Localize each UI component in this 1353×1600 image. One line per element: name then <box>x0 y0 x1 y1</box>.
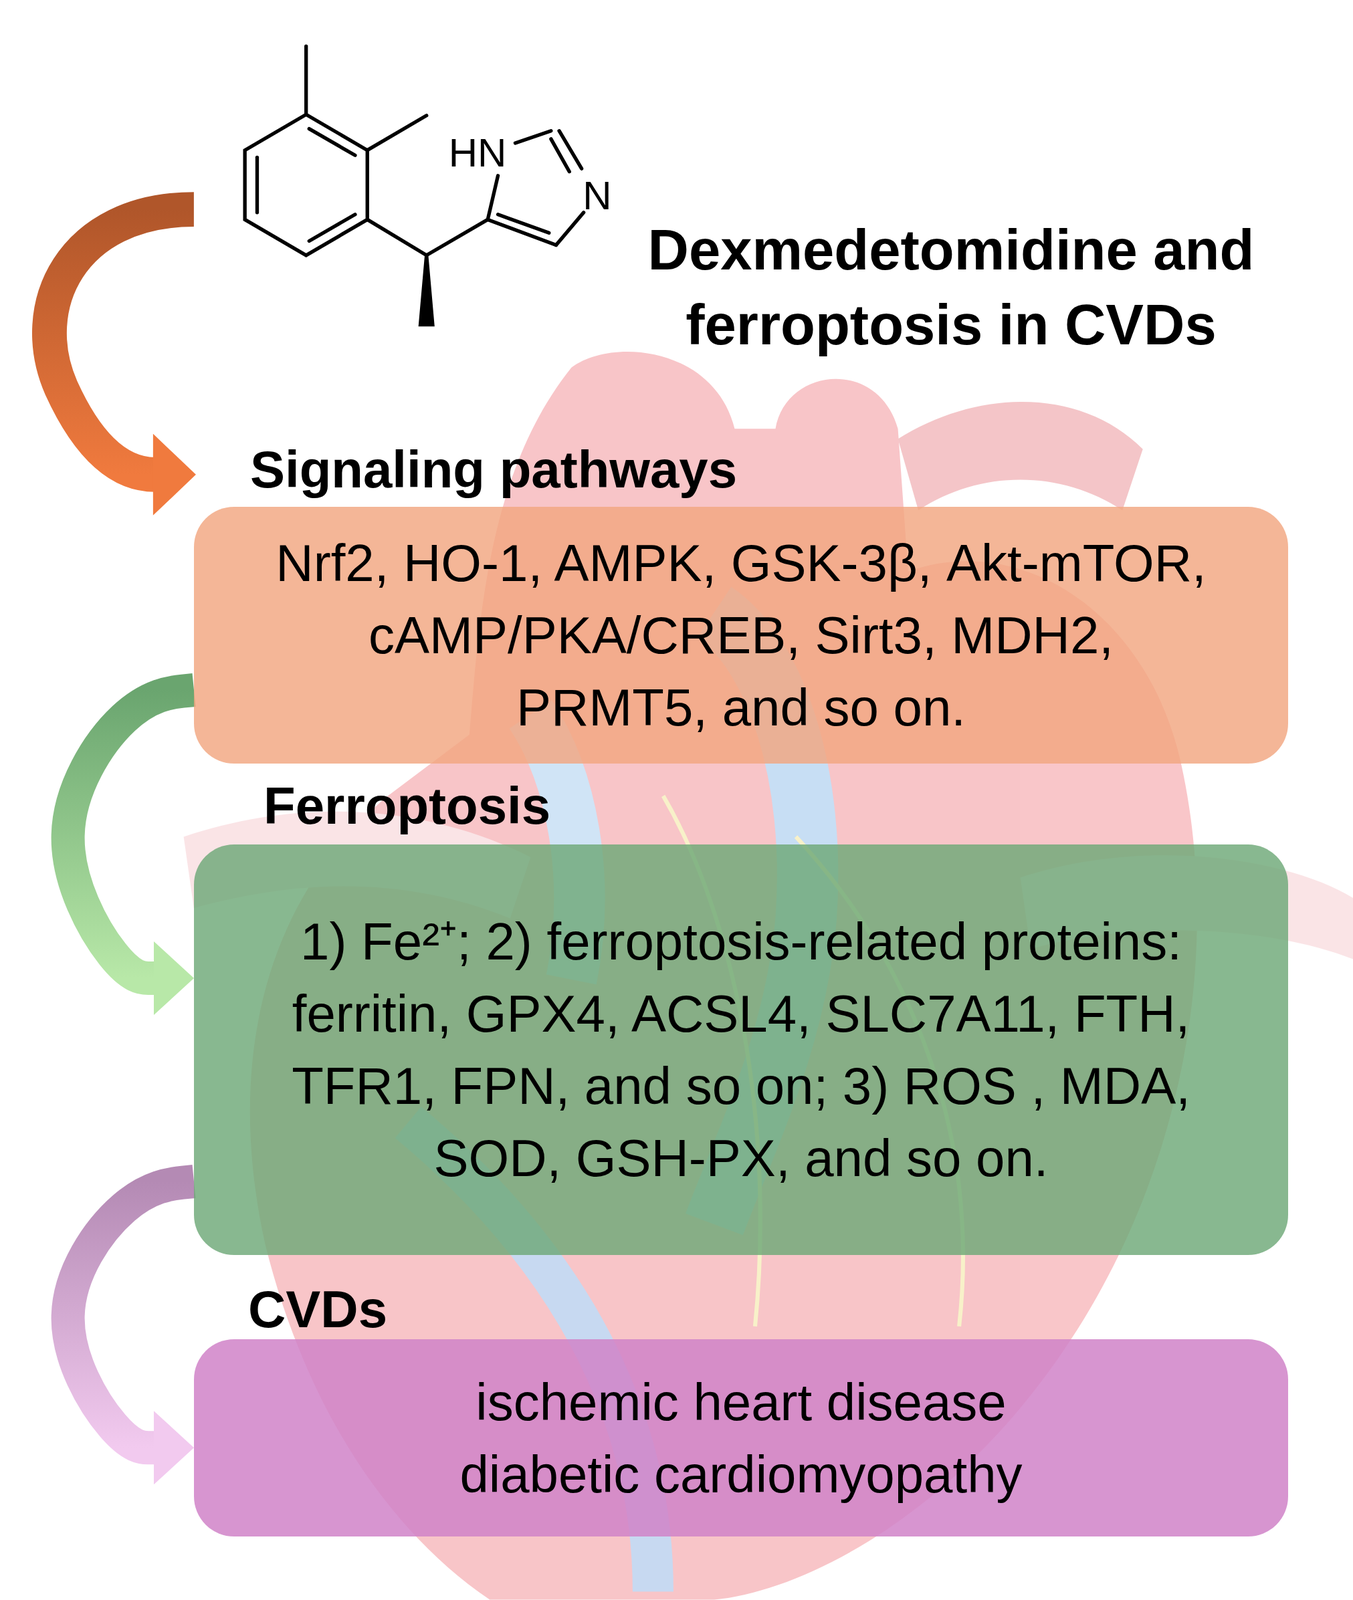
stage-text: ischemic heart disease diabetic cardiomy… <box>389 1366 1093 1511</box>
stage-panel: Nrf2, HO-1, AMPK, GSK-3β, Akt-mTOR, cAMP… <box>193 506 1289 764</box>
stage-box: Signaling pathwaysNrf2, HO-1, AMPK, GSK-… <box>193 439 1289 764</box>
stage-panel: 1) Fe²⁺; 2) ferroptosis-related proteins… <box>193 844 1289 1256</box>
dexmedetomidine-structure <box>244 46 584 326</box>
stage-text: Nrf2, HO-1, AMPK, GSK-3β, Akt-mTOR, cAMP… <box>272 527 1210 744</box>
stage-panel: ischemic heart disease diabetic cardiomy… <box>193 1339 1289 1537</box>
stage-box: Ferroptosis 1) Fe²⁺; 2) ferroptosis-relat… <box>193 775 1289 1256</box>
flow-arrow <box>68 1181 194 1448</box>
stage-box: CVDs ischemic heart disease diabetic card… <box>193 1279 1289 1537</box>
atom-label: N <box>582 174 612 218</box>
heart-background <box>183 351 1353 1600</box>
stage-text: 1) Fe²⁺; 2) ferroptosis-related proteins… <box>239 905 1243 1195</box>
flow-arrow <box>68 690 194 979</box>
stage-heading: Ferroptosis <box>263 775 1289 837</box>
stage-heading: Signaling pathways <box>250 439 1289 500</box>
stage-heading: CVDs <box>248 1279 1289 1340</box>
title: Dexmedetomidine and ferroptosis in CVDs <box>616 212 1286 363</box>
orange-arrow <box>49 209 196 516</box>
atom-label: HN <box>448 131 507 175</box>
